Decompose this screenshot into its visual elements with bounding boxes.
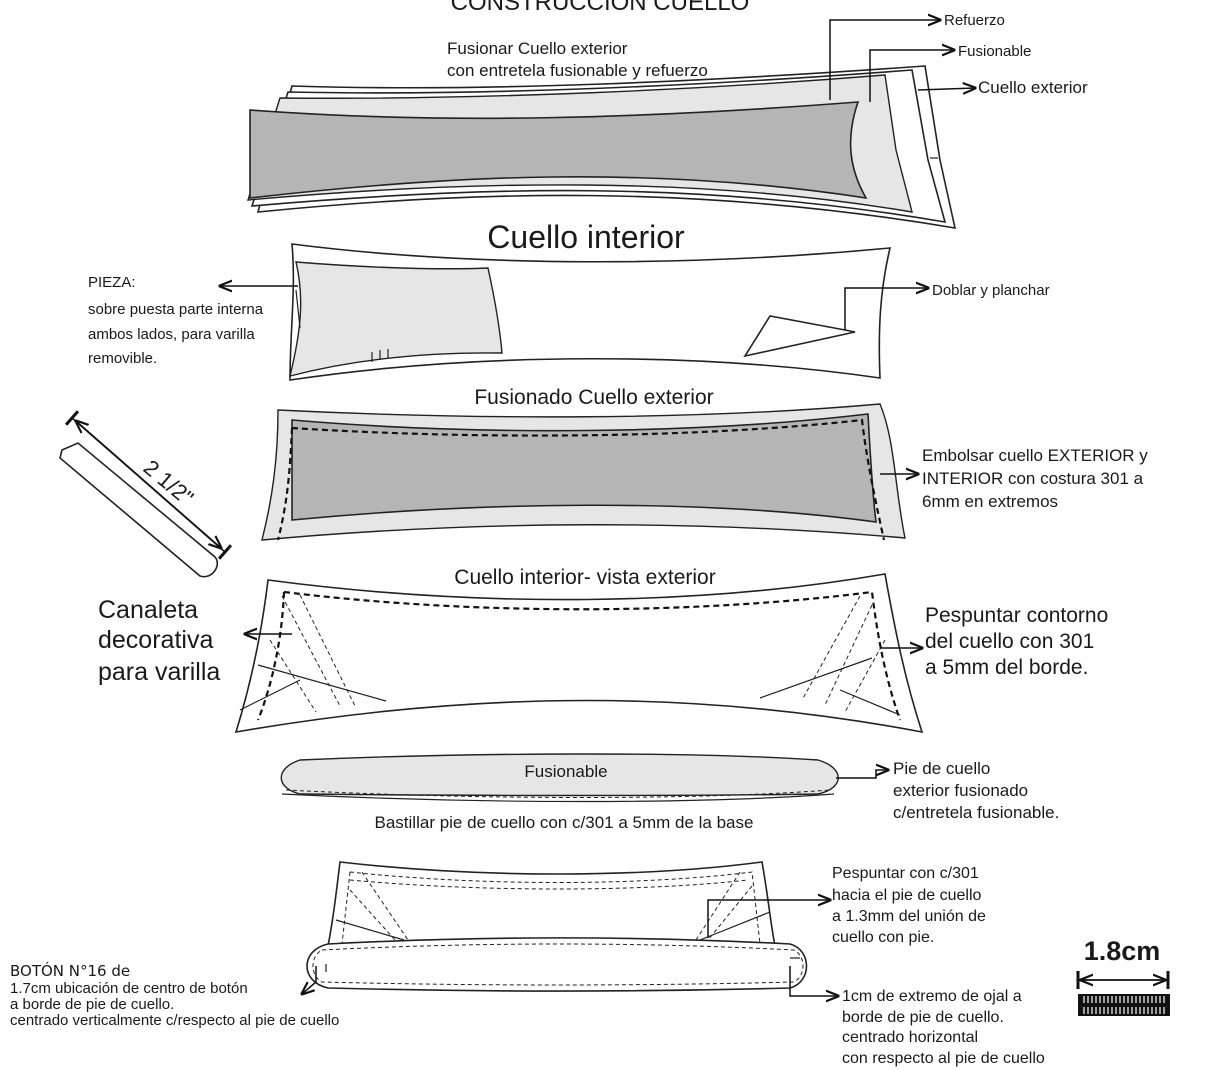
pespuntar-pie-line-4: cuello con pie. <box>832 929 934 946</box>
band-fusionable-label: Fusionable <box>524 762 607 781</box>
bagged-collar-illustration <box>261 403 906 541</box>
label-refuerzo: Refuerzo <box>944 12 1005 29</box>
pespuntar-contorno-line-1: Pespuntar contorno <box>925 604 1108 627</box>
ojal-note: 1cm de extremo de ojal a borde de pie de… <box>842 988 1045 1067</box>
pie-line-1: Pie de cuello <box>893 759 990 778</box>
outer-collar-arrow <box>917 88 975 90</box>
pieza-note: PIEZA: sobre puesta parte interna ambos … <box>88 274 264 367</box>
ojal-line-3: centrado horizontal <box>842 1029 978 1046</box>
label-fusionable: Fusionable <box>958 43 1031 60</box>
ojal-line-2: borde de pie de cuello. <box>842 1009 1004 1026</box>
pespuntar-pie-line-2: hacia el pie de cuello <box>832 887 982 904</box>
heading-cuello-interior: Cuello interior <box>487 219 685 255</box>
buttonhole-icon <box>1078 994 1170 1016</box>
pie-line-2: exterior fusionado <box>893 781 1028 800</box>
outer-collar-fusing-illustration <box>247 65 957 229</box>
embolsar-line-3: 6mm en extremos <box>922 492 1058 511</box>
pespuntar-contorno-line-2: del cuello con 301 <box>925 630 1094 653</box>
label-cuello-exterior: Cuello exterior <box>978 78 1088 97</box>
pespuntar-pie-line-1: Pespuntar con c/301 <box>832 865 979 882</box>
boton-line-1: BOTÓN N°16 de <box>10 961 130 980</box>
boton-line-2: 1.7cm ubicación de centro de botón <box>10 980 248 997</box>
boton-line-4: centrado verticalmente c/respecto al pie… <box>10 1012 339 1029</box>
canaleta-line-1: Canaleta <box>98 596 198 624</box>
page-title: CONSTRUCCIÓN CUELLO <box>451 0 750 16</box>
pespuntar-contorno-line-3: a 5mm del borde. <box>925 656 1088 679</box>
embolsar-line-1: Embolsar cuello EXTERIOR y <box>922 446 1148 465</box>
boton-arrow <box>302 966 317 994</box>
pie-line-3: c/entretela fusionable. <box>893 803 1059 822</box>
fuse-instruction-line1: Fusionar Cuello exterior <box>447 39 628 58</box>
collar-band-illustration <box>280 753 839 803</box>
label-doblar-planchar: Doblar y planchar <box>932 282 1050 299</box>
boton-line-3: a borde de pie de cuello. <box>10 996 174 1013</box>
pespuntar-pie-line-3: a 1.3mm del unión de <box>832 908 986 925</box>
pie-cuello-note: Pie de cuello exterior fusionado c/entre… <box>893 759 1059 822</box>
embolsar-line-2: INTERIOR con costura 301 a <box>922 469 1144 488</box>
pespuntar-pie-note: Pespuntar con c/301 hacia el pie de cuel… <box>832 865 986 946</box>
canaleta-note: Canaleta decorativa para varilla <box>98 596 220 686</box>
bastillar-caption: Bastillar pie de cuello con c/301 a 5mm … <box>375 813 754 832</box>
canaleta-line-2: decorativa <box>98 626 213 654</box>
fuse-instruction-line2: con entretela fusionable y refuerzo <box>447 61 708 80</box>
collar-stay-illustration <box>59 410 233 578</box>
doblar-arrow <box>844 288 928 330</box>
buttonhole-size-label: 1.8cm <box>1084 936 1161 966</box>
assembled-collar-illustration <box>306 861 808 992</box>
embolsar-note: Embolsar cuello EXTERIOR y INTERIOR con … <box>922 446 1148 511</box>
ojal-line-4: con respecto al pie de cuello <box>842 1050 1045 1067</box>
ojal-arrow <box>789 966 838 996</box>
canaleta-line-3: para varilla <box>98 658 220 686</box>
heading-fusionado-exterior: Fusionado Cuello exterior <box>474 386 713 409</box>
pie-cuello-arrow <box>836 770 888 779</box>
pespuntar-pie-arrow <box>707 900 830 938</box>
boton-note: BOTÓN N°16 de 1.7cm ubicación de centro … <box>10 961 339 1029</box>
pieza-line-3: ambos lados, para varilla <box>88 326 255 343</box>
pespuntar-contorno-note: Pespuntar contorno del cuello con 301 a … <box>925 604 1108 679</box>
fusionable-arrow <box>869 50 954 102</box>
topstitched-collar-illustration <box>234 573 924 734</box>
ojal-line-1: 1cm de extremo de ojal a <box>842 988 1022 1005</box>
refuerzo-arrow <box>829 20 940 100</box>
pieza-line-2: sobre puesta parte interna <box>88 301 264 318</box>
heading-vista-exterior: Cuello interior- vista exterior <box>454 566 715 589</box>
inner-collar-illustration <box>289 243 892 381</box>
pieza-line-1: PIEZA: <box>88 274 136 291</box>
pieza-line-4: removible. <box>88 350 157 367</box>
